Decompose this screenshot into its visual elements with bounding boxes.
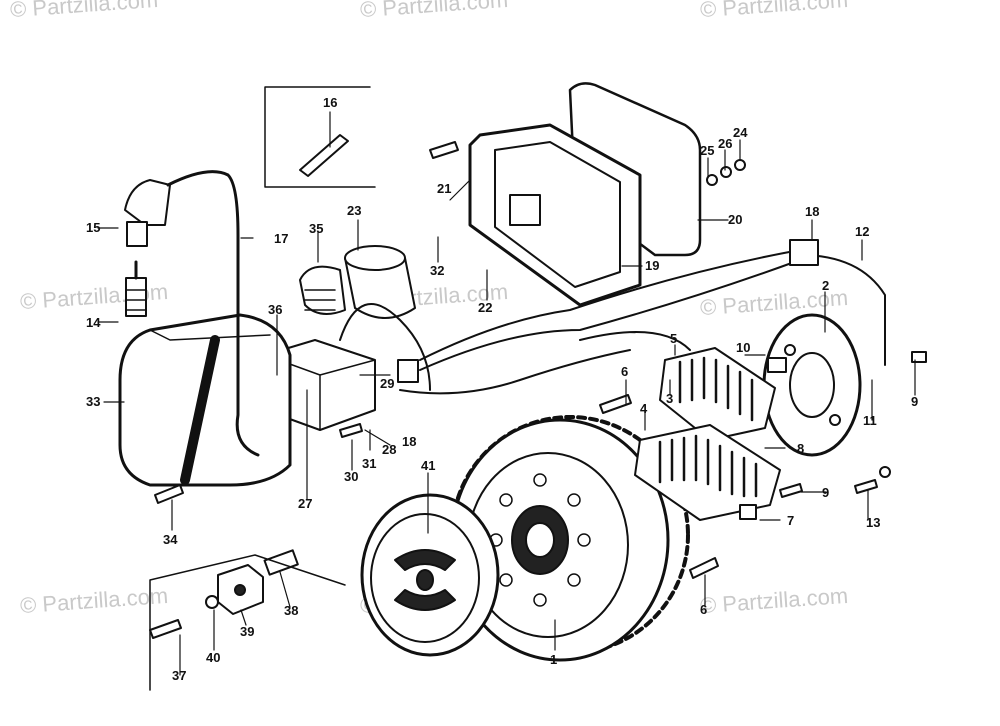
callout-9b: 9 <box>911 394 918 409</box>
spark-plug[interactable] <box>125 260 147 317</box>
callout-11: 11 <box>863 413 877 428</box>
callout-32: 32 <box>430 263 444 278</box>
callout-29: 29 <box>380 376 394 391</box>
callout-34: 34 <box>163 532 178 547</box>
starter-pulley[interactable] <box>360 493 500 657</box>
ignition-box[interactable] <box>118 313 292 487</box>
callout-27: 27 <box>298 496 312 511</box>
callout-7: 7 <box>787 513 794 528</box>
callout-30: 30 <box>344 469 358 484</box>
wiring-harness <box>339 249 886 395</box>
callout-4: 4 <box>640 401 648 416</box>
callout-22: 22 <box>478 300 492 315</box>
callout-14: 14 <box>86 315 101 330</box>
callout-31: 31 <box>362 456 376 471</box>
callout-16: 16 <box>323 95 337 110</box>
callout-38: 38 <box>284 603 298 618</box>
callout-5: 5 <box>670 331 677 346</box>
leader-lines <box>97 111 916 676</box>
callout-15: 15 <box>86 220 100 235</box>
stator-plate[interactable] <box>762 313 862 457</box>
bolt[interactable] <box>149 141 927 639</box>
wire-clip[interactable] <box>397 359 419 383</box>
connector-detail-box <box>264 86 376 188</box>
voltage-regulator[interactable] <box>659 347 776 441</box>
callout-18a: 18 <box>805 204 819 219</box>
callout-9a: 9 <box>822 485 829 500</box>
callout-37: 37 <box>172 668 186 683</box>
mounting-bracket[interactable] <box>217 564 264 615</box>
callout-26: 26 <box>718 136 732 151</box>
callout-23: 23 <box>347 203 361 218</box>
callout-1: 1 <box>550 652 557 667</box>
spark-plug-cap[interactable] <box>124 179 171 247</box>
callout-13: 13 <box>866 515 880 530</box>
callout-labels: 1 2 3 4 5 6 6 7 8 9 9 10 11 12 13 14 15 … <box>86 95 918 683</box>
callout-3: 3 <box>666 391 673 406</box>
electrical-housing[interactable] <box>468 123 642 307</box>
wire-clip[interactable] <box>789 239 819 266</box>
callout-2: 2 <box>822 278 829 293</box>
callout-6a: 6 <box>621 364 628 379</box>
callout-35: 35 <box>309 221 323 236</box>
callout-33: 33 <box>86 394 100 409</box>
detail-box-outline <box>149 554 346 691</box>
callout-39: 39 <box>240 624 254 639</box>
nut[interactable] <box>205 159 891 609</box>
callout-20: 20 <box>728 212 742 227</box>
callout-10: 10 <box>736 340 750 355</box>
callout-36: 36 <box>268 302 282 317</box>
callout-19: 19 <box>645 258 659 273</box>
callout-12: 12 <box>855 224 869 239</box>
rectifier-assembly[interactable] <box>634 424 781 521</box>
callout-24: 24 <box>733 125 748 140</box>
flywheel[interactable] <box>450 415 690 662</box>
callout-6b: 6 <box>700 602 707 617</box>
callout-25: 25 <box>700 143 714 158</box>
high-tension-lead <box>166 170 260 457</box>
callout-21: 21 <box>437 181 451 196</box>
callout-18b: 18 <box>402 434 416 449</box>
callout-40: 40 <box>206 650 220 665</box>
callout-28: 28 <box>382 442 396 457</box>
ignition-coil[interactable] <box>299 245 416 319</box>
spacer[interactable] <box>263 549 299 576</box>
callout-17: 17 <box>274 231 288 246</box>
callout-41: 41 <box>421 458 435 473</box>
callout-8: 8 <box>797 441 804 456</box>
